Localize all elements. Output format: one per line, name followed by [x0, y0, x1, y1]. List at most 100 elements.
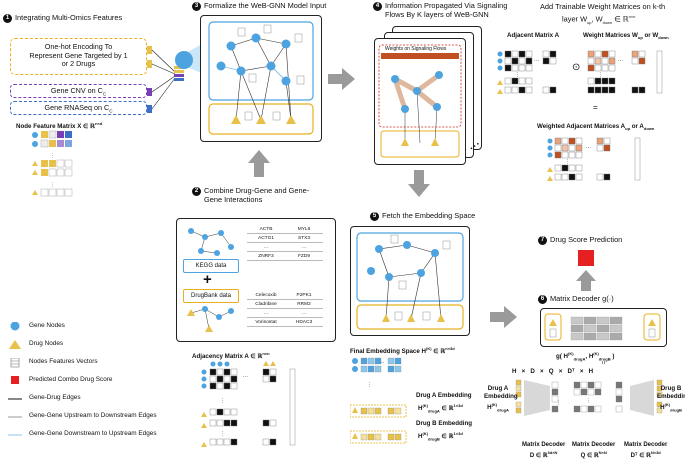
svg-text:··: ·· [381, 360, 385, 366]
weight-matrices-grid: ··· ⋮ [587, 50, 663, 94]
step-6-title: Matrix Decoder g(·) [550, 294, 614, 303]
svg-text:⋮: ⋮ [556, 400, 561, 406]
svg-text:⋮: ⋮ [586, 398, 591, 404]
yellow-triangle-icon [9, 340, 21, 349]
vector-stack-icon [10, 358, 20, 368]
step-4-title-line1: Information Propagated Via Signaling [385, 1, 508, 10]
svg-text:⋮: ⋮ [220, 398, 225, 404]
drug-a-embedding-symbol: H(K)drugA ∈ ℝ1×3d [418, 403, 463, 414]
embedding-panel [350, 226, 470, 336]
cnv-sub: C [102, 91, 107, 97]
step-5-title: Fetch the Embedding Space [382, 211, 476, 220]
odot-operator: ⊙ [572, 62, 581, 73]
step-1-badge: 1 [3, 14, 12, 23]
svg-text:⋮: ⋮ [50, 153, 55, 159]
svg-text:···: ··· [534, 58, 539, 64]
weighted-adjacent-label: Weighted Adjacent Matrices Aup or Adown [537, 123, 655, 132]
matrix-decoder-q-label: Matrix Decoder Q ∈ ℝN×N [572, 442, 616, 459]
arrow-5-to-6 [490, 306, 517, 328]
step-2-title-line1: Combine Drug-Gene and Gene- [204, 186, 310, 195]
onehot-feature-box: One-hot Encoding To Represent Gene Targe… [10, 38, 147, 75]
cnv-label: Gene CNV on C [50, 86, 103, 95]
svg-text:···: ··· [586, 145, 591, 151]
node-feature-matrix-label: Node Feature Matrix X ∈ ℝn×d [16, 121, 103, 131]
decoder-g-expression: g( H(K)drugA, H(K)drugB ) [556, 351, 615, 362]
weights-title-line2: layer Wup, Wdown ∈ ℝn×n [562, 14, 636, 25]
step-1-title: Integrating Multi-Omics Features [15, 13, 123, 22]
final-embedding-matrix: ⋮ ·· [350, 357, 407, 444]
step-7-title: Drug Score Prediction [550, 235, 623, 244]
svg-text:⋮: ⋮ [50, 182, 55, 188]
matrix-decoder-panel [540, 308, 667, 347]
propagation-graph [378, 44, 462, 158]
node-feature-matrix: ⋮ ⋮ [32, 130, 73, 197]
feature-merge-lines [147, 46, 184, 113]
adjacent-matrix-label: Adjacent Matrix A [507, 32, 560, 39]
arrow-4-to-5 [408, 170, 430, 197]
rnaseq-label: Gene RNASeq on C [44, 103, 110, 112]
arrow-6-to-7 [576, 270, 596, 291]
rnaseq-sub: C [109, 108, 113, 114]
svg-text:⋮: ⋮ [515, 72, 520, 78]
step-2-title-line2: Gene Interactions [204, 195, 263, 204]
drug-b-embedding-symbol: H(K)drugB ∈ ℝ1×3d [418, 431, 463, 442]
step-3-badge: 3 [192, 2, 201, 11]
cnv-feature-box: Gene CNV on CC [10, 84, 147, 98]
step-2-badge: 2 [192, 187, 201, 196]
step-6-badge: 6 [538, 295, 547, 304]
weight-matrices-label: Weight Matrices Wup or Wdown [583, 32, 669, 41]
adjacency-matrix-grid: ··· ⋮ ⋮ [201, 361, 296, 447]
weights-title-line1: Add Trainable Weight Matrices on k-th [540, 2, 666, 11]
decoder-equals: = [599, 360, 607, 365]
svg-text:···: ··· [243, 374, 248, 380]
onehot-line-1: One-hot Encoding To [44, 42, 113, 51]
svg-text:⋮: ⋮ [367, 382, 372, 388]
drugbank-network [187, 306, 234, 332]
arrow-2-to-3 [248, 150, 270, 177]
weighted-adjacent-grid: ···⋮ [547, 137, 641, 181]
matrix-decoder-dt-label: Matrix Decoder Dᵀ ∈ ℝN×3d [624, 442, 668, 459]
drugbank-data-box: DrugBank data [183, 289, 239, 303]
adjacency-matrix-label: Adjacency Matrix A ∈ ℝn×n [192, 351, 270, 361]
step-3-title: Formalize the WeB-GNN Model Input [204, 1, 327, 10]
step-4-title-line2: Flows By K layers of WeB-GNN [385, 10, 489, 19]
svg-text:···: ··· [618, 58, 623, 64]
lightblue-line-icon [8, 434, 22, 436]
drug-a-embedding-label: Drug A Embedding [416, 392, 472, 399]
kegg-network [188, 228, 234, 256]
webgnn-input-graph [208, 21, 314, 135]
svg-text:⋮: ⋮ [220, 431, 225, 437]
arrow-3-to-4 [328, 68, 355, 90]
step-4-badge: 4 [373, 2, 382, 11]
red-square-icon [11, 376, 19, 384]
matrix-decoder-icon [544, 313, 661, 341]
equals-operator: = [593, 103, 598, 112]
decoder-product-graphic: ⋮⋮ [515, 379, 663, 416]
plus-sign: + [203, 271, 212, 288]
matrix-decoder-d-label: Matrix Decoder D ∈ ℝ3d×N [522, 442, 566, 459]
propagation-panel: Weights on Signaling Flows [374, 38, 466, 165]
rnaseq-feature-box: Gene RNASeq on CC [10, 101, 147, 115]
step-7-badge: 7 [538, 236, 547, 245]
onehot-line-3: or 2 Drugs [61, 59, 96, 68]
adjacent-matrix-grid: ··· ⋮ [497, 50, 557, 94]
decoder-product-expression: H × D × Q × Dᵀ × H [512, 368, 594, 375]
embedding-graph [356, 232, 464, 330]
predicted-score-square [578, 250, 594, 266]
black-line-icon [8, 398, 22, 400]
final-embedding-label: Final Embedding Space H(K) ∈ ℝn×3d [350, 346, 455, 356]
grey-line-icon [8, 416, 22, 418]
weights-banner-label: Weights on Signaling Flows [385, 46, 447, 52]
drug-b-embedding-label: Drug B Embedding [416, 420, 473, 427]
step-5-badge: 5 [370, 212, 379, 221]
kegg-data-box: KEGG data [183, 259, 239, 273]
webgnn-input-panel [200, 15, 322, 142]
onehot-line-2: Represent Gene Targeted by 1 [29, 50, 128, 60]
blue-circle-icon [10, 322, 20, 331]
svg-text:⋮: ⋮ [598, 72, 603, 78]
